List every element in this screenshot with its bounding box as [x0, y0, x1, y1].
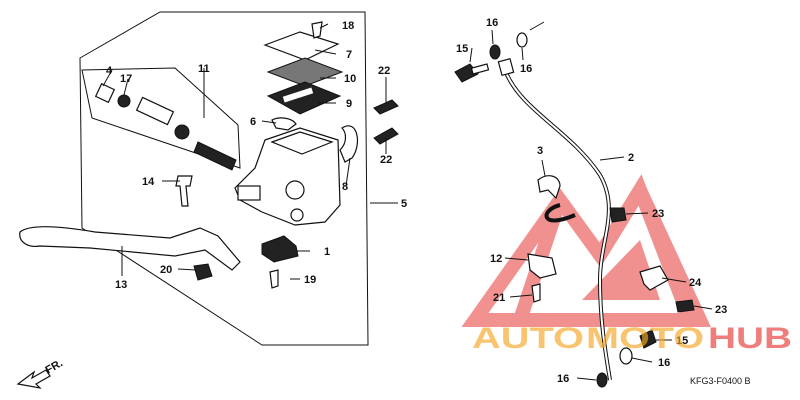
callout-11: 11: [198, 63, 210, 75]
callout-1: 1: [324, 246, 330, 258]
bolt-21: [531, 283, 541, 303]
callout-9: 9: [346, 98, 352, 110]
upper-hose-fittings: [454, 32, 528, 83]
master-cylinder-body: [234, 127, 341, 226]
watermark-auto: AUTO: [472, 322, 584, 355]
callout-17: 17: [120, 73, 132, 85]
callout-22-lower: 22: [380, 154, 392, 166]
callout-23-lower: 23: [715, 304, 727, 316]
callout-18: 18: [342, 20, 354, 32]
bolt-22-lower: [373, 127, 399, 145]
watermark-hub: HUB: [708, 322, 792, 355]
callout-21: 21: [493, 292, 505, 304]
lever-nut: [193, 263, 213, 281]
direction-label: FR.: [44, 357, 65, 376]
hose-clamp-3: [537, 175, 561, 200]
cap-screw: [311, 21, 323, 39]
brake-lever: [19, 226, 241, 271]
bolt-23-upper: [609, 207, 627, 223]
callout-15-upper: 15: [456, 43, 468, 55]
callout-4: 4: [106, 65, 113, 77]
joint-block-12: [527, 253, 557, 279]
callout-16-b: 16: [520, 63, 532, 75]
reservoir-cap-assembly: [263, 31, 344, 115]
callout-13: 13: [115, 279, 127, 291]
bolt-23-lower: [675, 299, 695, 313]
assembly-frame: [79, 11, 369, 346]
callout-24: 24: [689, 277, 702, 289]
clamp-part: [339, 125, 359, 163]
callout-6: 6: [250, 116, 256, 128]
callout-8: 8: [342, 181, 348, 193]
callout-20: 20: [160, 264, 172, 276]
watermark-logo: [461, 174, 711, 327]
switch-screw: [269, 269, 279, 289]
callout-3: 3: [537, 145, 543, 157]
lower-hose-fittings: [596, 329, 657, 388]
callout-10: 10: [344, 73, 356, 85]
callout-16-c: 16: [658, 357, 670, 369]
callout-2: 2: [628, 152, 634, 164]
watermark-wordmark: AUTO MOTO HUB: [472, 322, 792, 355]
callout-5: 5: [401, 198, 407, 210]
pivot-bolt: [175, 175, 193, 207]
callout-7: 7: [346, 49, 352, 61]
callout-22-upper: 22: [378, 65, 390, 77]
callout-14: 14: [142, 176, 155, 188]
callout-numbers: 18 7 10 9 6 8 5 1 19 11 4 17 14 13 20 22…: [106, 17, 751, 386]
callout-19: 19: [304, 274, 316, 286]
hose-clamp-24: [639, 265, 669, 291]
direction-arrow: FR.: [16, 357, 65, 389]
callout-16-d: 16: [557, 373, 569, 385]
callout-15-lower: 15: [676, 335, 688, 347]
callout-23-upper: 23: [652, 208, 664, 220]
callout-16-a: 16: [486, 17, 498, 29]
watermark-moto: MOTO: [586, 322, 704, 355]
subassembly-frame: [81, 67, 241, 169]
leader-lines: [102, 21, 713, 381]
diagram-code: KFG3-F0400 B: [690, 376, 751, 386]
rubber-boot: [271, 117, 297, 131]
brake-switch: [261, 235, 299, 263]
callout-12: 12: [490, 253, 502, 265]
